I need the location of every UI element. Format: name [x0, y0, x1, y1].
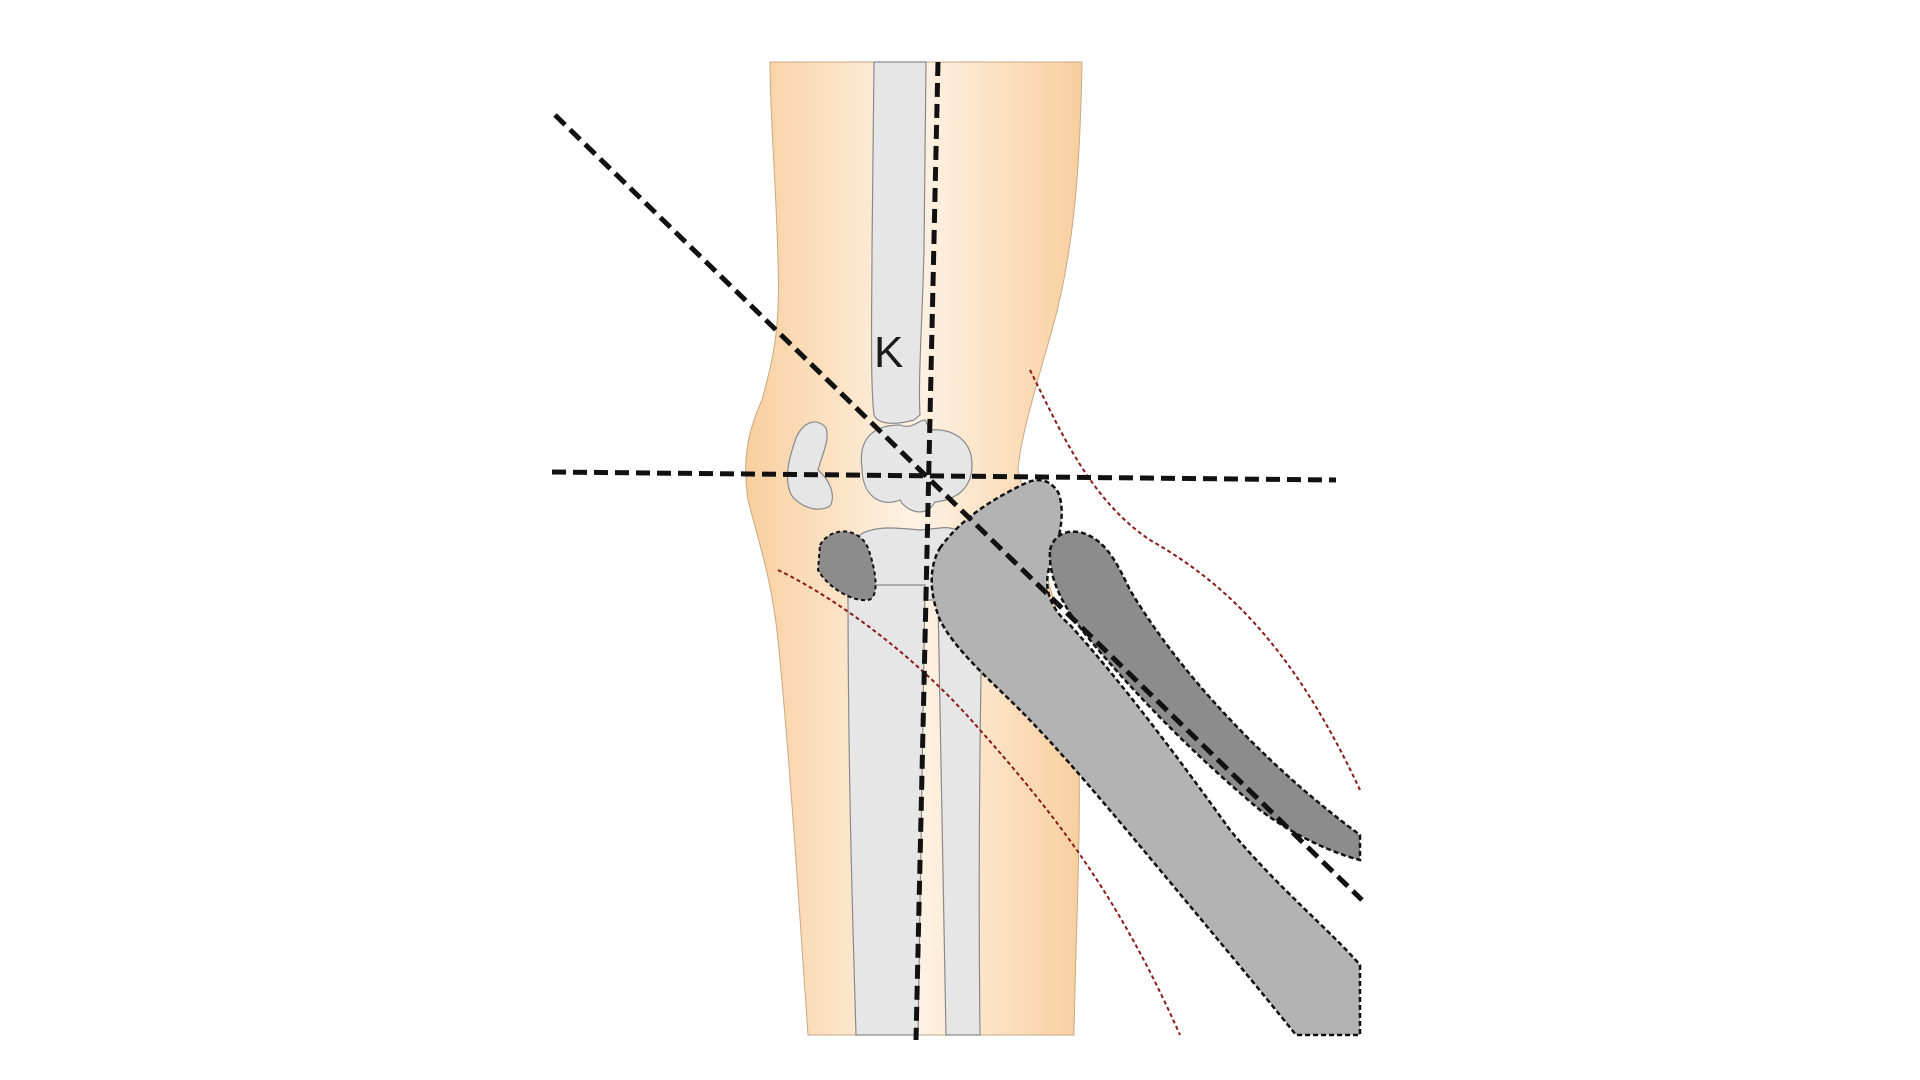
radius-bone — [937, 599, 983, 1036]
displaced-forearm-bone-2 — [1048, 530, 1362, 862]
soft-tissue-outline-lower — [777, 569, 1181, 1036]
displaced-forearm-bone — [930, 478, 1362, 1037]
bone-label: K — [874, 328, 903, 377]
vertical-axis-line — [913, 61, 941, 1041]
epicondyle-fragment — [786, 421, 833, 510]
displaced-head-fragment — [816, 530, 877, 602]
soft-tissue-outline-upper — [1029, 369, 1361, 791]
humerus-bone — [870, 61, 927, 424]
ulna-bone — [847, 584, 926, 1036]
horizontal-axis-line — [551, 469, 1337, 483]
